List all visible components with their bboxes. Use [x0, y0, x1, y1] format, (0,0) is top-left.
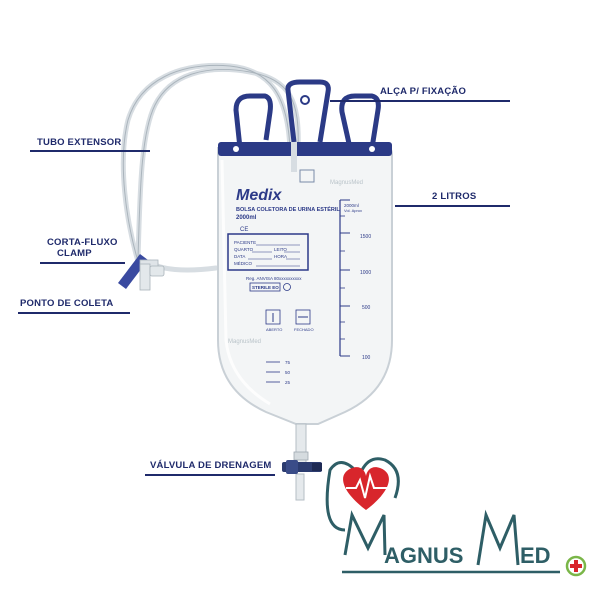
callout-ponto-line — [18, 312, 130, 314]
callout-alca: ALÇA P/ FIXAÇÃO — [380, 86, 467, 97]
callout-valvula: VÁLVULA DE DRENAGEM — [150, 460, 272, 471]
callout-litros-line — [395, 205, 510, 207]
low-volume-scale — [266, 361, 280, 383]
product-name: BOLSA COLETORA DE URINA ESTÉRIL — [236, 205, 340, 213]
sterile-mark: STERILE EO — [252, 285, 279, 290]
scale-label-1500: 1500 — [360, 234, 371, 240]
callout-corta-line — [40, 262, 125, 264]
sampling-port — [139, 263, 165, 291]
scale-label-100: 100 — [362, 355, 371, 361]
callout-litros: 2 LITROS — [432, 191, 477, 202]
heart-icon — [343, 467, 389, 510]
form-field-hora: HORA — [274, 254, 287, 259]
callout-corta-line2: CLAMP — [57, 248, 92, 259]
scale-top-label: 2000ml — [344, 203, 359, 208]
callout-alca-line — [330, 100, 510, 102]
scale-label-75: 75 — [285, 360, 291, 365]
scale-label-500: 500 — [362, 305, 371, 311]
logo-text-ed: ED — [520, 543, 551, 568]
patient-info-form: PACIENTE QUARTO LEITO DATA HORA MÉDICO — [227, 233, 309, 271]
product-volume: 2000ml — [236, 215, 257, 221]
valve-usage-icons: ABERTO FECHADO — [265, 309, 314, 332]
brand-name: Medix — [236, 187, 282, 204]
logo-text-agnus: AGNUS — [384, 543, 463, 568]
scale-top-sublabel: Vol. Aprox — [344, 208, 362, 213]
callout-valvula-line — [145, 474, 275, 476]
stethoscope-icon — [325, 457, 400, 532]
callout-tubo: TUBO EXTENSOR — [37, 137, 122, 148]
icon-label-aberto: ABERTO — [266, 327, 282, 332]
volume-scale — [339, 199, 350, 357]
ce-mark: CE — [240, 227, 248, 233]
scale-label-50: 50 — [285, 370, 291, 375]
scale-label-1000: 1000 — [360, 270, 371, 276]
callout-tubo-line — [30, 150, 150, 152]
icon-label-fechado: FECHADO — [294, 327, 314, 332]
drainage-valve — [282, 460, 322, 474]
form-field-data: DATA — [234, 254, 245, 259]
watermark: MagnusMed — [330, 180, 363, 186]
hanger-strap — [233, 79, 381, 149]
registration-number: Reg. ANVISA 80xxxxxxxxxx — [246, 276, 302, 281]
form-field-quarto: QUARTO — [234, 247, 254, 252]
form-field-medico: MÉDICO — [234, 260, 252, 266]
form-field-leito: LEITO — [274, 247, 287, 252]
callout-corta-line1: CORTA-FLUXO — [47, 237, 118, 248]
form-field-paciente: PACIENTE — [234, 240, 256, 245]
watermark-2: MagnusMed — [228, 339, 261, 345]
scale-label-25: 25 — [285, 380, 291, 385]
callout-ponto: PONTO DE COLETA — [20, 298, 114, 309]
logo-m-second — [476, 509, 520, 566]
magnusmed-logo: AGNUS ED — [325, 457, 587, 577]
logo-m-initial — [343, 510, 387, 556]
